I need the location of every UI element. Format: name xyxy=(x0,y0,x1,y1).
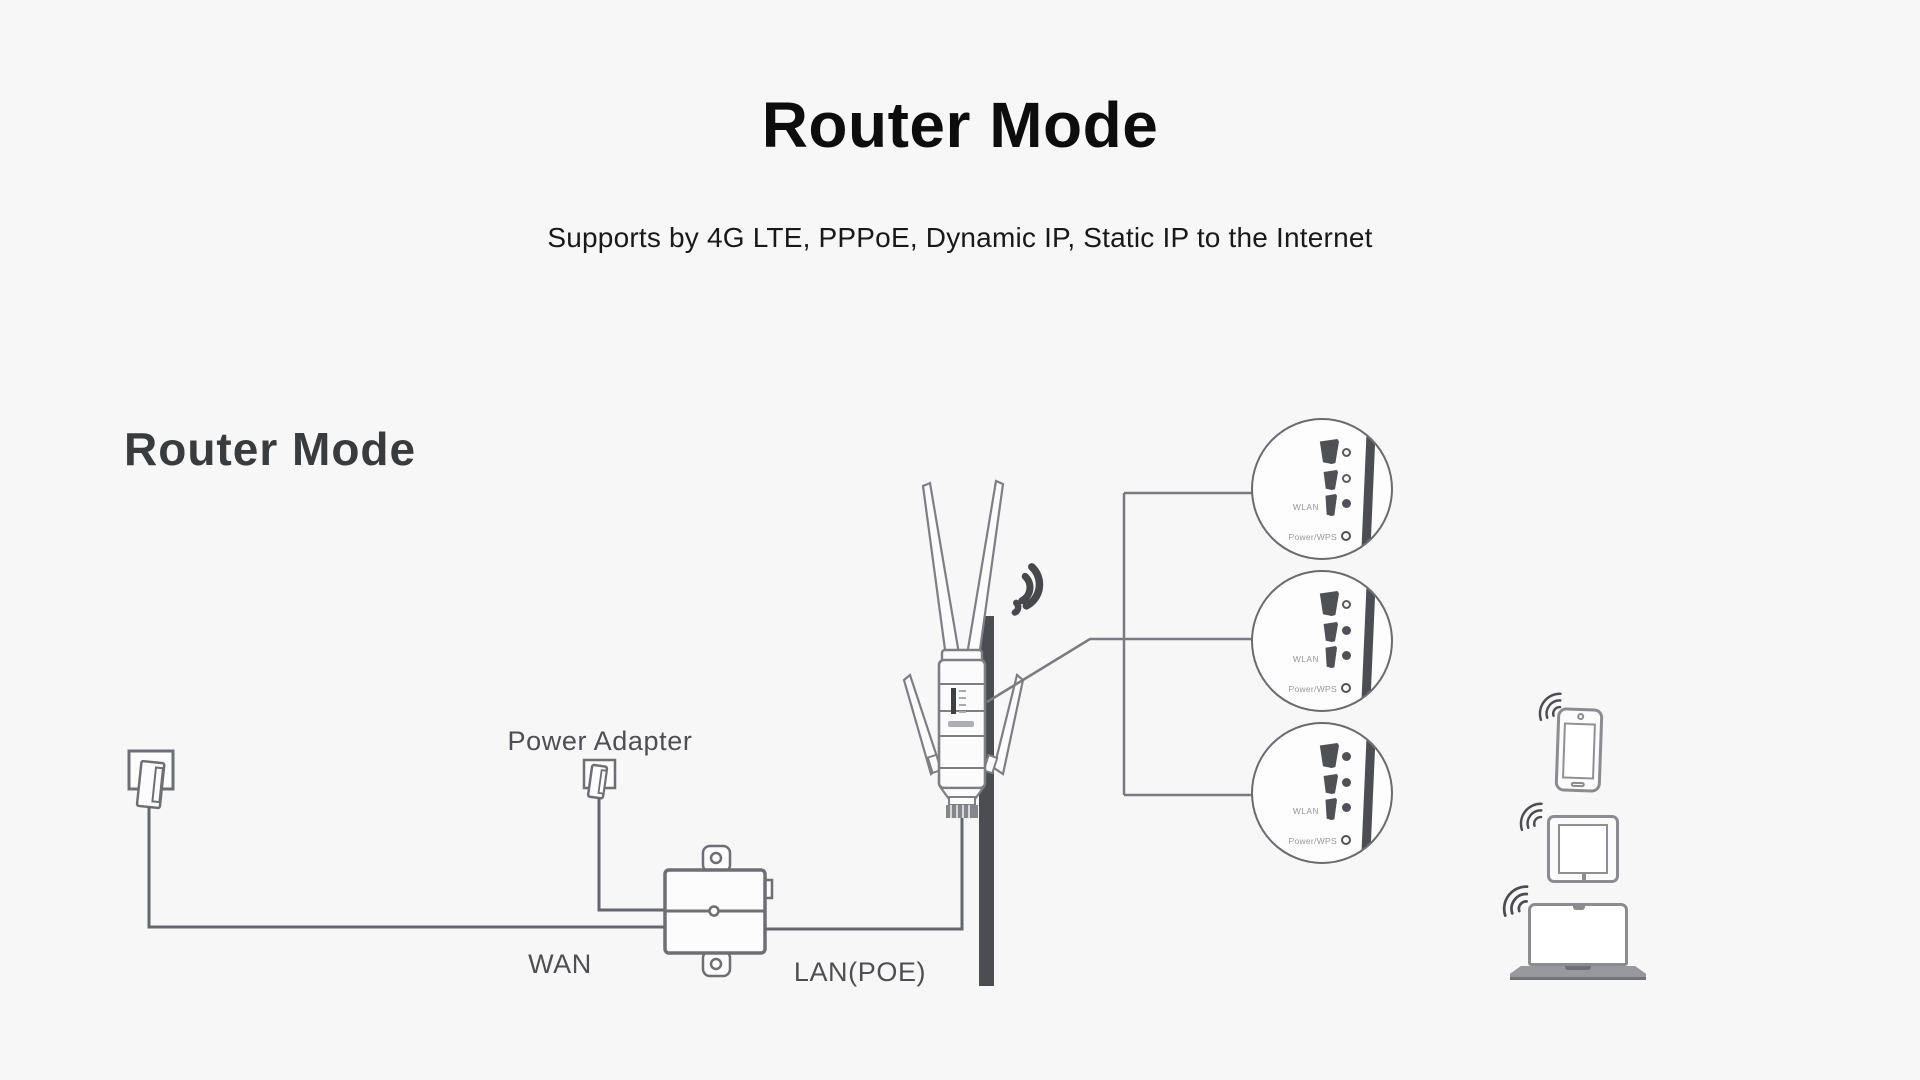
power-cable xyxy=(597,798,665,912)
page-subtitle: Supports by 4G LTE, PPPoE, Dynamic IP, S… xyxy=(547,222,1373,253)
power-adapter-label: Power Adapter xyxy=(507,726,693,756)
device-edge-bar xyxy=(1361,729,1376,861)
wlan-label: WLAN xyxy=(1292,806,1319,816)
page-title: Router Mode xyxy=(761,89,1159,161)
power-adapter-plug-icon xyxy=(582,758,617,800)
laptop-icon xyxy=(1528,903,1628,966)
wlan-label: WLAN xyxy=(1292,654,1319,664)
tablet-icon xyxy=(1547,815,1619,883)
wifi-signal-icon xyxy=(1011,563,1044,616)
lan-poe-label: LAN(POE) xyxy=(793,957,927,987)
wifi-arcs-icon xyxy=(1538,692,1562,722)
ethernet-wall-jack-icon xyxy=(127,749,175,810)
outdoor-router-on-pole-icon xyxy=(902,479,1025,818)
power-wps-led xyxy=(1341,683,1351,693)
signal-bar-icon xyxy=(1325,494,1337,516)
power-wps-led xyxy=(1341,531,1351,541)
phone-home-button xyxy=(1570,781,1585,788)
led-dot xyxy=(1342,803,1351,812)
signal-bar-icon xyxy=(1319,591,1339,616)
device-edge-bar xyxy=(1361,425,1376,557)
led-dot xyxy=(1342,600,1351,609)
device-logo xyxy=(948,721,974,727)
tablet-screen xyxy=(1558,824,1608,874)
power-wps-label: Power/WPS xyxy=(1288,684,1337,694)
signal-bar-icon xyxy=(1323,774,1338,794)
led-dot xyxy=(1342,778,1351,787)
phone-screen xyxy=(1561,722,1596,780)
signal-bar-icon xyxy=(1325,646,1337,668)
smartphone-icon xyxy=(1554,707,1604,793)
antenna-short-right xyxy=(992,673,1025,776)
phone-camera-dot xyxy=(1577,712,1585,721)
diagram-title: Router Mode xyxy=(124,423,417,475)
led-callout-top: WLAN Power/WPS xyxy=(1251,418,1393,560)
device-led-strip xyxy=(951,688,956,714)
wifi-arcs-icon xyxy=(1519,802,1543,832)
callout-connector-lines xyxy=(986,491,1257,797)
device-edge-bar xyxy=(1361,577,1376,709)
led-dot xyxy=(1342,448,1351,457)
led-dot xyxy=(1342,651,1351,660)
wifi-arcs-icon xyxy=(1502,885,1529,917)
power-wps-led xyxy=(1341,835,1351,845)
wan-cable xyxy=(147,806,665,929)
signal-bar-icon xyxy=(1325,798,1337,820)
led-callout-bottom: WLAN Power/WPS xyxy=(1251,722,1393,864)
signal-bar-icon xyxy=(1323,470,1338,490)
led-callout-middle: WLAN Power/WPS xyxy=(1251,570,1393,712)
tablet-home-mark xyxy=(1582,874,1586,880)
led-dot xyxy=(1342,499,1351,508)
laptop-base xyxy=(1510,966,1646,980)
signal-bar-icon xyxy=(1319,743,1339,768)
antenna-long-left xyxy=(921,481,961,659)
led-dot xyxy=(1342,752,1351,761)
power-wps-label: Power/WPS xyxy=(1288,532,1337,542)
poe-injector-box-icon xyxy=(663,844,774,978)
wlan-label: WLAN xyxy=(1292,502,1319,512)
wan-label: WAN xyxy=(528,949,592,979)
led-dot xyxy=(1342,474,1351,483)
power-wps-label: Power/WPS xyxy=(1288,836,1337,846)
laptop-camera-notch xyxy=(1573,905,1585,910)
signal-bar-icon xyxy=(1323,622,1338,642)
led-dot xyxy=(1342,626,1351,635)
signal-bar-icon xyxy=(1319,439,1339,464)
laptop-base-notch xyxy=(1565,966,1591,970)
lan-poe-cable xyxy=(765,818,964,931)
